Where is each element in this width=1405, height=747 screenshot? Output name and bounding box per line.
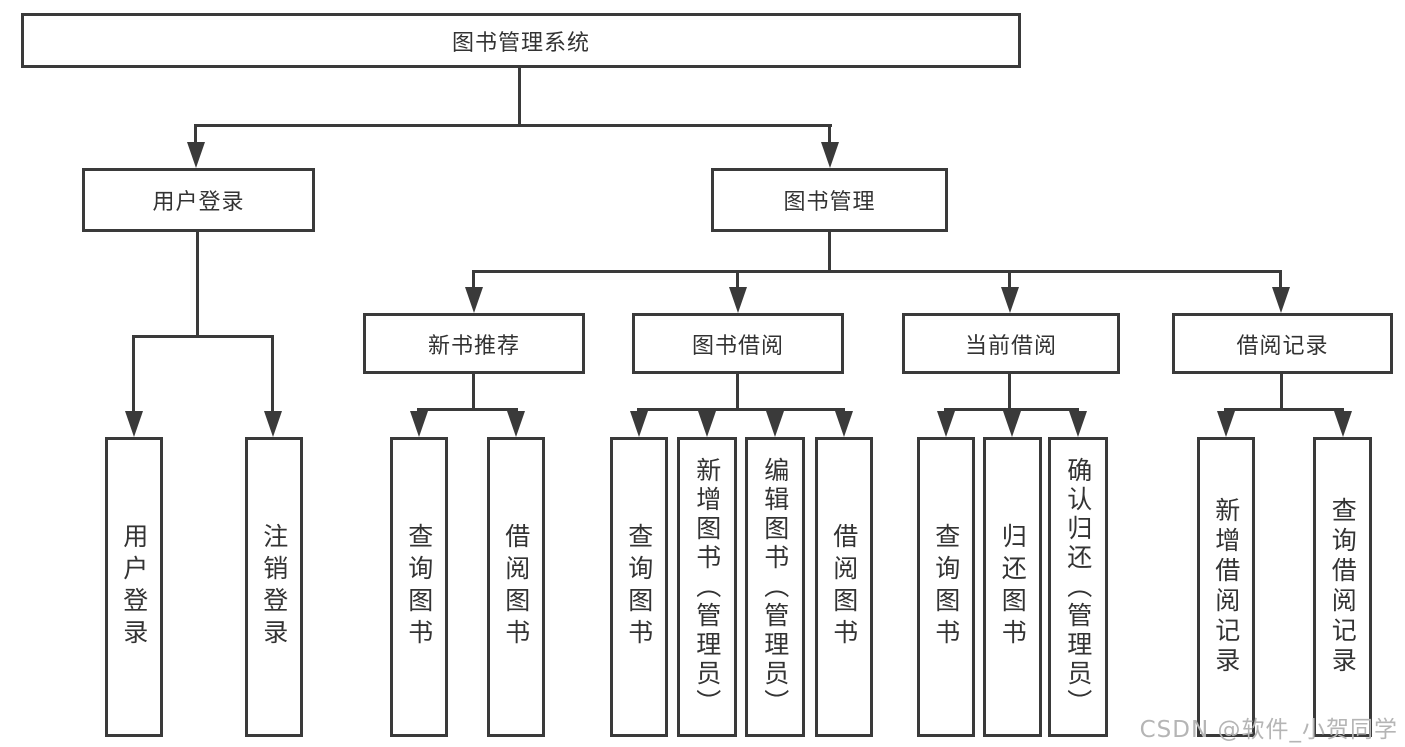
arrow-down-icon [1069, 411, 1087, 437]
arrow-down-icon [630, 411, 648, 437]
connector-line [828, 124, 831, 146]
leaf-query-books-current: 查询图书 [917, 437, 975, 737]
connector-line [196, 232, 199, 338]
connector-line [828, 232, 831, 273]
connector-line [1008, 374, 1011, 411]
node-book-borrowing: 图书借阅 [632, 313, 844, 374]
connector-line [637, 408, 845, 411]
connector-line [1008, 270, 1011, 290]
leaf-query-borrow-record: 查询借阅记录 [1313, 437, 1372, 737]
arrow-down-icon [264, 411, 282, 437]
connector-line [736, 270, 739, 290]
node-label: 归还图书 [998, 523, 1028, 651]
connector-line [132, 335, 135, 415]
arrow-down-icon [729, 287, 747, 313]
arrow-down-icon [1001, 287, 1019, 313]
arrow-down-icon [766, 411, 784, 437]
arrow-down-icon [1003, 411, 1021, 437]
node-label: 用户登录 [119, 523, 149, 651]
arrow-down-icon [410, 411, 428, 437]
leaf-query-books-recommend: 查询图书 [390, 437, 448, 737]
connector-line [736, 374, 739, 411]
node-label: 图书管理系统 [451, 30, 590, 56]
arrow-down-icon [187, 142, 205, 168]
connector-line [1224, 408, 1343, 411]
node-label: 确认归还（管理员） [1063, 456, 1093, 718]
leaf-logout: 注销登录 [245, 437, 303, 737]
node-label: 借阅图书 [501, 523, 531, 651]
leaf-return-books: 归还图书 [983, 437, 1042, 737]
node-label: 编辑图书（管理员） [760, 456, 790, 718]
connector-line [417, 408, 518, 411]
node-book-management-system: 图书管理系统 [21, 13, 1021, 68]
arrow-down-icon [1272, 287, 1290, 313]
node-label: 用户登录 [152, 190, 245, 215]
connector-line [194, 124, 197, 146]
csdn-watermark: CSDN @软件_小贺同学 [1139, 717, 1398, 743]
arrow-down-icon [465, 287, 483, 313]
connector-line [195, 124, 832, 127]
node-new-book-recommend: 新书推荐 [363, 313, 585, 374]
node-borrowing-records: 借阅记录 [1172, 313, 1393, 374]
connector-line [472, 270, 475, 290]
arrow-down-icon [1217, 411, 1235, 437]
node-label: 查询图书 [931, 523, 961, 651]
node-label: 新增图书（管理员） [692, 456, 722, 718]
node-current-borrowing: 当前借阅 [902, 313, 1120, 374]
node-label: 借阅记录 [1236, 333, 1329, 359]
node-label: 注销登录 [259, 523, 289, 651]
arrow-down-icon [821, 142, 839, 168]
connector-line [1280, 374, 1283, 411]
node-label: 新增借阅记录 [1211, 497, 1241, 677]
leaf-add-borrow-record: 新增借阅记录 [1197, 437, 1255, 737]
arrow-down-icon [698, 411, 716, 437]
node-label: 图书管理 [783, 190, 876, 215]
node-book-management: 图书管理 [711, 168, 948, 232]
leaf-query-books-borrow: 查询图书 [610, 437, 668, 737]
leaf-borrow-books: 借阅图书 [815, 437, 873, 737]
arrow-down-icon [507, 411, 525, 437]
connector-line [1279, 270, 1282, 290]
connector-line [132, 335, 274, 338]
leaf-edit-books-admin: 编辑图书（管理员） [745, 437, 805, 737]
leaf-add-books-admin: 新增图书（管理员） [677, 437, 737, 737]
node-label: 查询图书 [624, 523, 654, 651]
node-label: 借阅图书 [829, 523, 859, 651]
node-label: 当前借阅 [964, 333, 1057, 359]
leaf-confirm-return-admin: 确认归还（管理员） [1048, 437, 1108, 737]
leaf-user-login: 用户登录 [105, 437, 163, 737]
node-user-login: 用户登录 [82, 168, 315, 232]
connector-line [472, 374, 475, 411]
node-label: 查询借阅记录 [1328, 497, 1358, 677]
connector-line [518, 68, 521, 127]
arrow-down-icon [937, 411, 955, 437]
node-label: 图书借阅 [691, 333, 784, 359]
leaf-borrow-books-recommend: 借阅图书 [487, 437, 545, 737]
node-label: 新书推荐 [427, 333, 520, 359]
connector-line [271, 335, 274, 415]
arrow-down-icon [125, 411, 143, 437]
node-label: 查询图书 [404, 523, 434, 651]
connector-line [472, 270, 1282, 273]
arrow-down-icon [1334, 411, 1352, 437]
arrow-down-icon [835, 411, 853, 437]
